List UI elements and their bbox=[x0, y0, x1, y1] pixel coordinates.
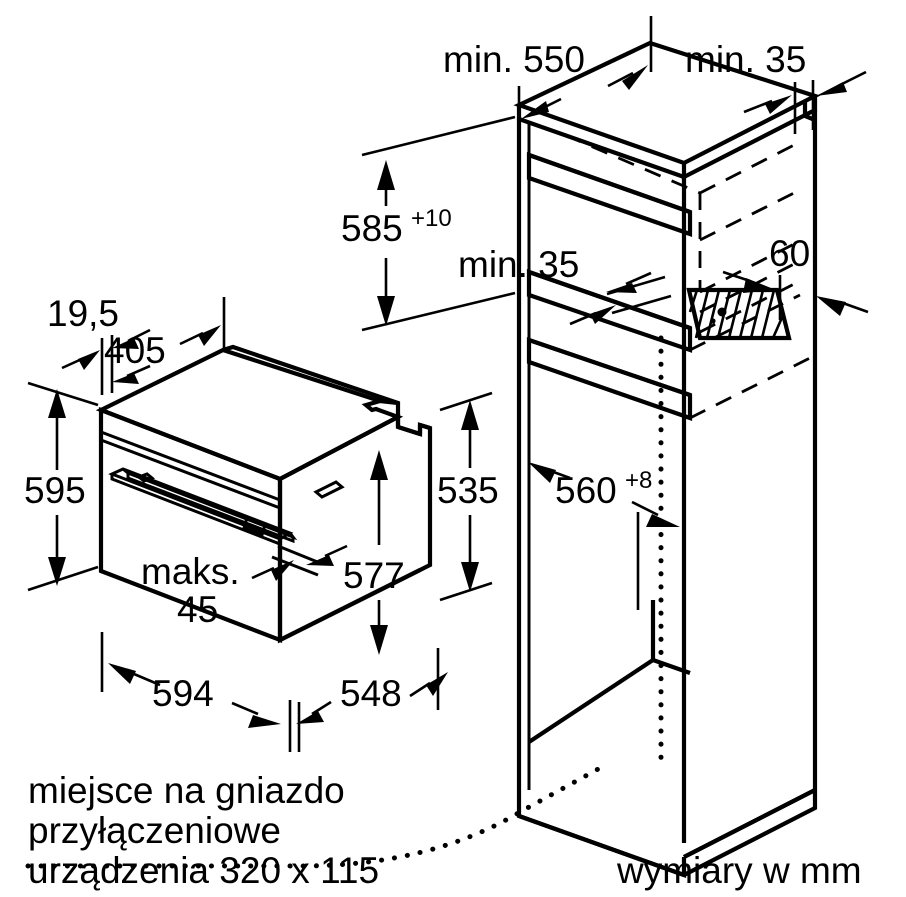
dimension-niche-height-label: 585 bbox=[341, 208, 403, 249]
dimension-niche-width-tolerance: +8 bbox=[625, 467, 652, 494]
socket-note-line-3: urządzenia 320 x 115 bbox=[28, 850, 379, 891]
dimension-appliance-width-label: 594 bbox=[152, 673, 214, 714]
dimension-niche-depth-label: min. 550 bbox=[443, 39, 585, 80]
socket-hatch-lines bbox=[688, 289, 786, 339]
cabinet-top-notch bbox=[802, 100, 816, 122]
oven-door-handle bbox=[108, 467, 298, 547]
dimension-front-offset: 19,5 bbox=[47, 293, 151, 395]
socket-hole-dot bbox=[710, 318, 716, 324]
dimension-niche-width: 560 +8 bbox=[528, 462, 680, 610]
dimension-shelf-gap-label: min. 35 bbox=[458, 244, 579, 285]
dimension-socket-depth-label: 60 bbox=[769, 233, 810, 274]
dimension-door-clearance-label: maks. bbox=[141, 551, 240, 592]
dimension-top-gap-label: min. 35 bbox=[685, 39, 806, 80]
dimension-top-depth: 405 bbox=[104, 297, 226, 384]
dimension-shelf-gap: min. 35 bbox=[458, 244, 672, 326]
dimension-niche-depth: min. 550 bbox=[443, 16, 653, 138]
socket-note-leader-line bbox=[25, 765, 603, 869]
oven-appliance-drawing bbox=[95, 344, 433, 644]
dimension-socket-depth: 60 bbox=[722, 233, 810, 320]
dimension-niche-height-tolerance: +10 bbox=[411, 205, 452, 232]
dimension-door-clearance-value: 45 bbox=[177, 589, 218, 630]
dimension-door-clearance: maks. 45 bbox=[141, 544, 348, 630]
socket-note-text: miejsce na gniazdo przyłączeniowe urządz… bbox=[28, 770, 379, 891]
dimension-appliance-width: 594 bbox=[100, 632, 301, 752]
cabinet-interior-floor bbox=[527, 600, 691, 744]
dimension-top-depth-label: 405 bbox=[104, 330, 166, 371]
units-caption-text: wymiary w mm bbox=[616, 850, 862, 891]
dimension-body-height-label: 577 bbox=[343, 555, 405, 596]
cabinet-plinth bbox=[516, 786, 818, 878]
socket-note-line-1: miejsce na gniazdo bbox=[28, 770, 345, 811]
cabinet-left-front-post bbox=[516, 119, 531, 790]
dimension-appliance-depth: 548 bbox=[296, 648, 448, 724]
cabinet-upper-shelf bbox=[526, 152, 693, 237]
dimension-front-offset-label: 19,5 bbox=[47, 293, 119, 334]
oven-body-bottom-edge bbox=[279, 568, 421, 642]
oven-door-gap-line bbox=[271, 544, 321, 577]
dimension-niche-height: 585 +10 bbox=[341, 115, 516, 332]
dimension-body-depth: 535 bbox=[437, 391, 499, 602]
units-caption: wymiary w mm bbox=[616, 850, 862, 891]
dimension-appliance-height-label: 595 bbox=[24, 470, 86, 511]
dimension-body-height: 577 bbox=[343, 450, 405, 655]
dimension-appliance-depth-label: 548 bbox=[340, 673, 402, 714]
oven-side-grip bbox=[313, 480, 345, 499]
dimension-body-depth-label-alt: 535 bbox=[437, 470, 499, 511]
cabinet-right-edge-arrow bbox=[816, 296, 869, 316]
dimension-top-gap: min. 35 bbox=[685, 39, 867, 134]
socket-hole-dot bbox=[717, 307, 727, 317]
socket-note-line-2: przyłączeniowe bbox=[28, 810, 281, 851]
dimension-appliance-height: 595 bbox=[24, 381, 99, 592]
